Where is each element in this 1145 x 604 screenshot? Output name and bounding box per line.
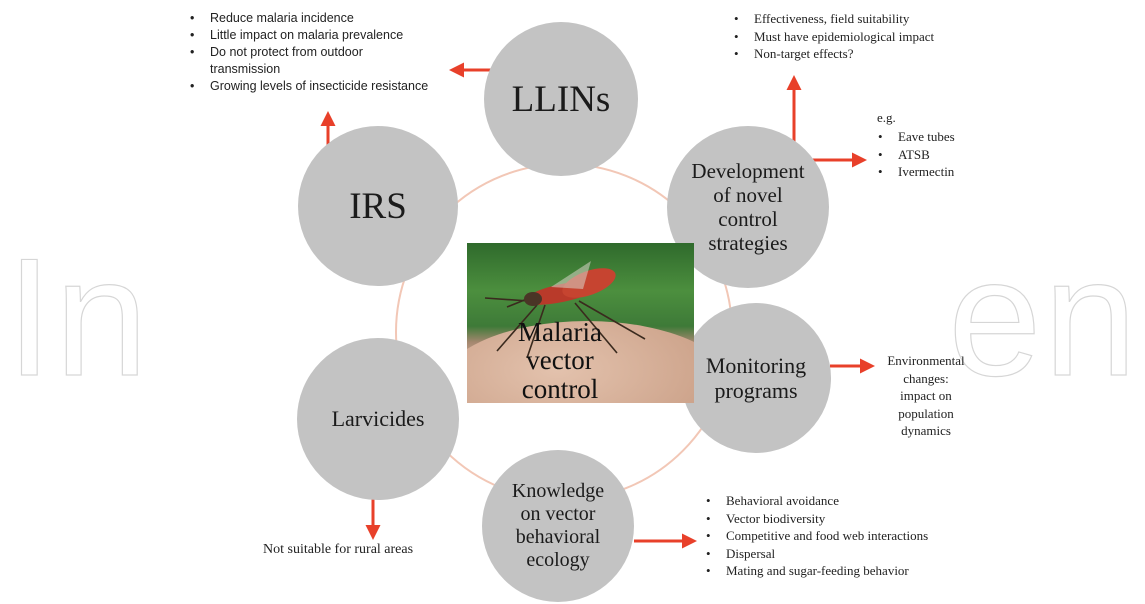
knowledge-notes: Behavioral avoidance Vector biodiversity… — [704, 492, 994, 580]
node-monitoring-line: Monitoring — [705, 352, 807, 378]
node-knowledge-line: behavioral — [515, 526, 601, 548]
watermark-right: en — [948, 223, 1139, 411]
node-monitoring: Monitoring programs — [681, 303, 831, 453]
note-item: Ivermectin — [876, 163, 996, 181]
note-line: impact on — [900, 388, 952, 404]
center-title-line: Malaria — [518, 317, 602, 347]
note-item: Reduce malaria incidence — [188, 10, 478, 27]
node-larvicides: Larvicides — [297, 338, 459, 500]
note-item: Little impact on malaria prevalence — [188, 27, 478, 44]
center-title-line: vector — [526, 345, 594, 376]
note-item: Dispersal — [704, 545, 994, 563]
llins-notes: Reduce malaria incidence Little impact o… — [188, 10, 478, 94]
note-item: Effectiveness, field suitability — [732, 10, 992, 28]
node-irs-label: IRS — [349, 185, 407, 227]
note-item: Do not protect from outdoor transmission — [188, 44, 415, 78]
node-larvicides-label: Larvicides — [331, 406, 425, 432]
note-item: Must have epidemiological impact — [732, 28, 992, 46]
note-line: population — [898, 405, 954, 421]
note-line: changes: — [903, 370, 949, 386]
node-llins: LLINs — [484, 22, 638, 176]
note-item: ATSB — [876, 146, 996, 164]
watermark: In en — [0, 223, 1145, 411]
note-item: Vector biodiversity — [704, 510, 994, 528]
note-item: Growing levels of insecticide resistance — [188, 78, 478, 95]
node-monitoring-line: programs — [714, 378, 798, 403]
monitoring-notes: Environmental changes: impact on populat… — [872, 352, 980, 440]
node-knowledge-line: ecology — [526, 549, 590, 571]
node-llins-label: LLINs — [511, 78, 611, 120]
node-novel-line: control — [718, 207, 778, 231]
watermark-left: In — [5, 223, 151, 411]
mosquito-icon — [484, 261, 646, 359]
center-title: Malaria vector control — [480, 318, 640, 403]
node-knowledge: Knowledge on vector behavioral ecology — [482, 450, 634, 602]
node-knowledge-line: on vector — [520, 503, 596, 525]
larvicides-note: Not suitable for rural areas — [263, 542, 414, 557]
node-novel-line: strategies — [708, 231, 788, 256]
note-line: Environmental — [887, 353, 965, 368]
novel-eg-label: e.g. — [877, 110, 896, 125]
note-item: Competitive and food web interactions — [704, 527, 994, 545]
novel-eg-notes: Eave tubes ATSB Ivermectin — [876, 128, 996, 181]
note-item: Behavioral avoidance — [704, 492, 994, 510]
note-item: Mating and sugar-feeding behavior — [704, 562, 994, 580]
node-irs: IRS — [298, 126, 458, 286]
node-novel-line: Development — [691, 158, 805, 183]
mosquito-photo — [467, 243, 694, 403]
node-knowledge-line: Knowledge — [511, 480, 605, 502]
node-novel-line: of novel — [713, 182, 783, 207]
node-novel: Development of novel control strategies — [667, 126, 829, 288]
note-item: Eave tubes — [876, 128, 996, 146]
note-line: dynamics — [901, 423, 951, 439]
novel-notes: Effectiveness, field suitability Must ha… — [732, 10, 992, 63]
note-item: Non-target effects? — [732, 45, 992, 63]
center-title-line: control — [521, 373, 599, 404]
